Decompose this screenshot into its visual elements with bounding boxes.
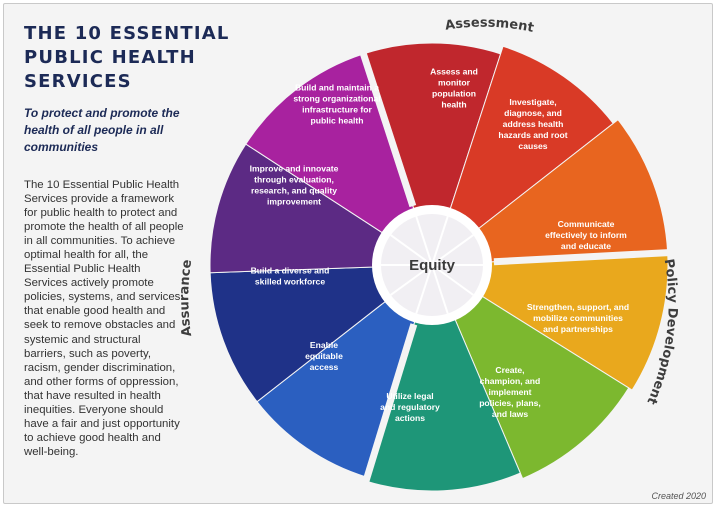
page-title: THE 10 ESSENTIAL PUBLIC HEALTH SERVICES: [24, 22, 244, 94]
equity-spoke: [431, 264, 474, 296]
title-line: PUBLIC HEALTH: [24, 47, 196, 68]
group-dividers: [353, 31, 676, 500]
equity-spoke: [431, 264, 449, 314]
group-label-assessment: Assessment: [444, 16, 535, 36]
title-line: SERVICES: [24, 71, 132, 92]
equity-spoke: [390, 234, 433, 266]
created-date: Created 2020: [651, 491, 706, 501]
title-line: THE 10 ESSENTIAL: [24, 23, 230, 44]
subtitle: To protect and promote the health of all…: [24, 106, 180, 154]
equity-spoke: [390, 264, 433, 296]
description-paragraph: The 10 Essential Public Health Services …: [24, 179, 184, 458]
equity-spoke: [415, 216, 433, 266]
equity-spoke: [431, 234, 474, 266]
divider-policy-assurance: [357, 323, 418, 500]
equity-label: Equity: [409, 257, 455, 274]
equity-spoke: [431, 216, 449, 266]
divider-assurance-assessment: [353, 31, 417, 208]
equity-spoke: [415, 264, 433, 314]
group-label-assurance: Assurance: [177, 258, 195, 337]
equity-center: Equity: [372, 205, 492, 325]
divider-assessment-policy: [493, 248, 676, 266]
